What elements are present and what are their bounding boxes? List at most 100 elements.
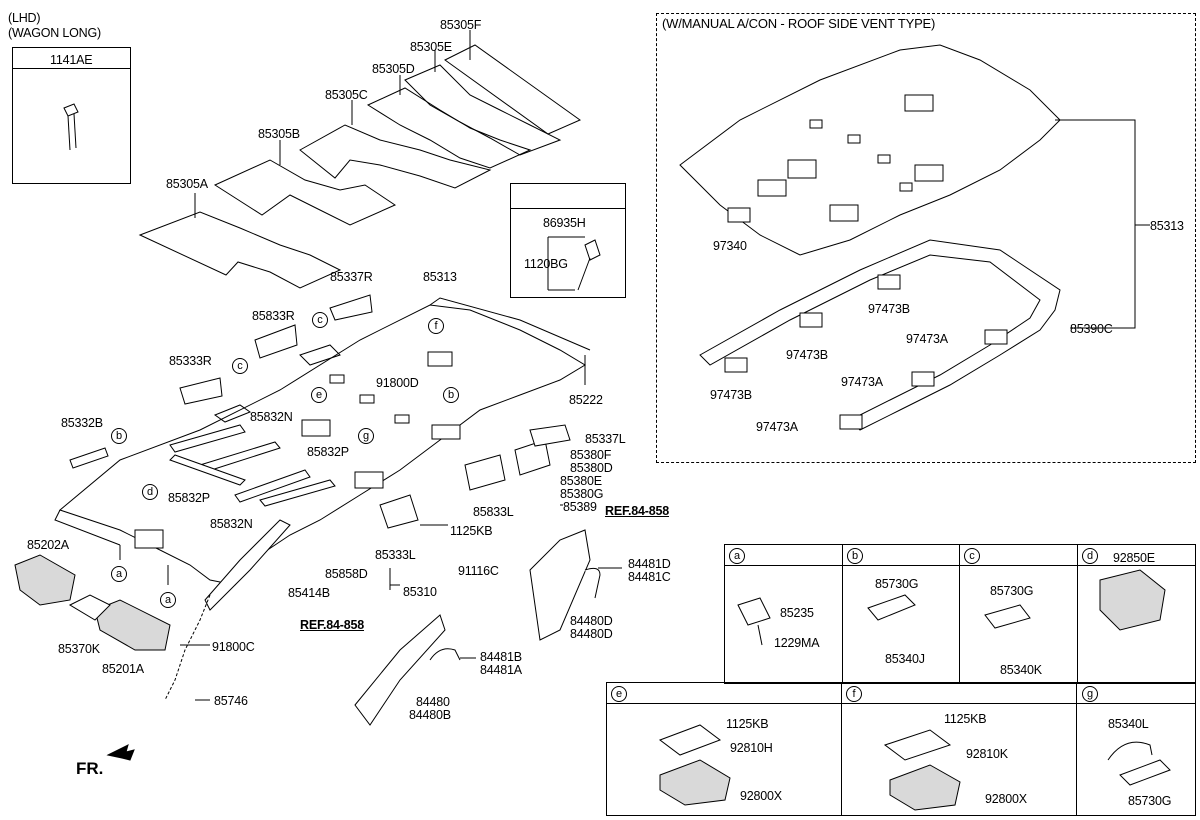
panel-c-part-2: 85340K xyxy=(1000,663,1042,677)
panel-e-part-1: 1125KB xyxy=(726,717,769,731)
label-85832P-a: 85832P xyxy=(307,445,349,459)
vent-label-97473A-1: 97473A xyxy=(906,332,948,346)
label-85370K: 85370K xyxy=(58,642,100,656)
lhd-label: (LHD) xyxy=(8,11,41,25)
vent-label-97473B-2: 97473B xyxy=(786,348,828,362)
label-85305E: 85305E xyxy=(410,40,452,54)
panel-c-part-1: 85730G xyxy=(990,584,1034,598)
label-85746: 85746 xyxy=(214,694,248,708)
callout-f: f xyxy=(428,318,444,334)
label-84480D-2: 84480D xyxy=(570,627,613,641)
label-85858D: 85858D xyxy=(325,567,368,581)
vent-label-85390C: 85390C xyxy=(1070,322,1113,336)
label-85833L: 85833L xyxy=(473,505,514,519)
label-85380D: 85380D xyxy=(570,461,613,475)
detail-header-row-bottom xyxy=(606,682,1196,704)
panel-d-letter: d xyxy=(1082,548,1098,564)
label-85305A: 85305A xyxy=(166,177,208,191)
panel-d-part-1: 92850E xyxy=(1113,551,1155,565)
callout-g: g xyxy=(358,428,374,444)
front-direction-label: FR. xyxy=(76,759,104,778)
panel-f-part-1: 1125KB xyxy=(944,712,987,726)
label-85333L: 85333L xyxy=(375,548,416,562)
label-84481C: 84481C xyxy=(628,570,671,584)
panel-a-part-2: 1229MA xyxy=(774,636,820,650)
wagon-label: (WAGON LONG) xyxy=(8,26,101,40)
vent-type-section xyxy=(656,13,1196,463)
bolt-part-label: 1141AE xyxy=(50,53,93,67)
label-85305F: 85305F xyxy=(440,18,482,32)
label-85832P-b: 85832P xyxy=(168,491,210,505)
bracket-86935h-icon xyxy=(547,236,601,291)
label-85832N-b: 85832N xyxy=(210,517,253,531)
pad-leaders xyxy=(194,30,471,218)
panel-g-part-1: 85340L xyxy=(1108,717,1149,731)
callout-c-lower: c xyxy=(232,358,248,374)
panel-a-letter: a xyxy=(729,548,745,564)
label-85832N-a: 85832N xyxy=(250,410,293,424)
ref-84-858-upper[interactable]: REF.84-858 xyxy=(605,504,670,518)
label-84480: 84480 xyxy=(416,695,450,709)
label-84481B: 84481B xyxy=(480,650,522,664)
sun-visors xyxy=(14,554,171,651)
vent-label-97473A-3: 97473A xyxy=(756,420,798,434)
label-1125KB: 1125KB xyxy=(450,524,493,538)
panel-b-part-2: 85340J xyxy=(885,652,925,666)
callout-a-left: a xyxy=(111,566,127,582)
callout-b-upper: b xyxy=(443,387,459,403)
label-91116C: 91116C xyxy=(458,564,499,578)
label-84480D: 84480D xyxy=(570,614,613,628)
label-85333R: 85333R xyxy=(169,354,212,368)
callout-b-lower: b xyxy=(111,428,127,444)
label-84480B: 84480B xyxy=(409,708,451,722)
callout-a-right: a xyxy=(160,592,176,608)
panel-e-part-3: 92800X xyxy=(740,789,782,803)
callout-e: e xyxy=(311,387,327,403)
label-85332B: 85332B xyxy=(61,416,103,430)
panel-g-part-2: 85730G xyxy=(1128,794,1172,808)
label-85833R: 85833R xyxy=(252,309,295,323)
front-arrow-icon xyxy=(106,744,135,761)
label-85305B: 85305B xyxy=(258,127,300,141)
panel-e-letter: e xyxy=(611,686,627,702)
label-91800C: 91800C xyxy=(212,640,255,654)
panel-f-part-2: 92810K xyxy=(966,747,1008,761)
vent-label-97473B-3: 97473B xyxy=(710,388,752,402)
vent-type-headliner xyxy=(679,44,1061,256)
panel-a-part-1: 85235 xyxy=(780,606,814,620)
detail-header-row-top xyxy=(724,544,1196,566)
label-84481D: 84481D xyxy=(628,557,671,571)
vent-label-97473B-1: 97473B xyxy=(868,302,910,316)
detail-panel-parts xyxy=(658,569,1171,811)
label-85337L: 85337L xyxy=(585,432,626,446)
label-86935H: 86935H xyxy=(543,216,586,230)
ref-84-858-lower[interactable]: REF.84-858 xyxy=(300,618,365,632)
label-91800D: 91800D xyxy=(376,376,419,390)
label-85380F: 85380F xyxy=(570,448,612,462)
label-85310: 85310 xyxy=(403,585,437,599)
bolt-part-box-header xyxy=(12,47,131,69)
label-84481A: 84481A xyxy=(480,663,522,677)
label-85389: 85389 xyxy=(563,500,597,514)
label-85305D: 85305D xyxy=(372,62,415,76)
label-85222: 85222 xyxy=(569,393,603,407)
bracket-part-box-header xyxy=(510,183,626,209)
vent-label-85313: 85313 xyxy=(1150,219,1184,233)
label-85380G: 85380G xyxy=(560,487,604,501)
label-85201A: 85201A xyxy=(102,662,144,676)
panel-f-letter: f xyxy=(846,686,862,702)
callout-c-upper: c xyxy=(312,312,328,328)
callout-d: d xyxy=(142,484,158,500)
label-85305C: 85305C xyxy=(325,88,368,102)
label-85202A: 85202A xyxy=(27,538,69,552)
vent-label-97340: 97340 xyxy=(713,239,747,253)
pillar-trims xyxy=(204,519,601,726)
bolt-1141ae-icon xyxy=(63,103,79,151)
label-85414B: 85414B xyxy=(288,586,330,600)
vent-type-title: (W/MANUAL A/CON - ROOF SIDE VENT TYPE) xyxy=(662,16,936,31)
insulation-pads xyxy=(138,44,582,289)
label-85337R: 85337R xyxy=(330,270,373,284)
label-85313: 85313 xyxy=(423,270,457,284)
panel-g-letter: g xyxy=(1082,686,1098,702)
